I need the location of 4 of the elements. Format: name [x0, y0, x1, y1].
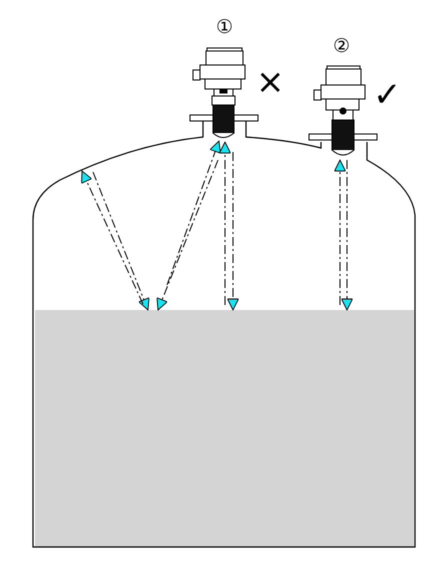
cross-mark: × [256, 65, 284, 99]
circled-number: ① [216, 18, 234, 37]
circled-number: ② [333, 37, 350, 56]
check-mark: ✓ [373, 78, 402, 112]
